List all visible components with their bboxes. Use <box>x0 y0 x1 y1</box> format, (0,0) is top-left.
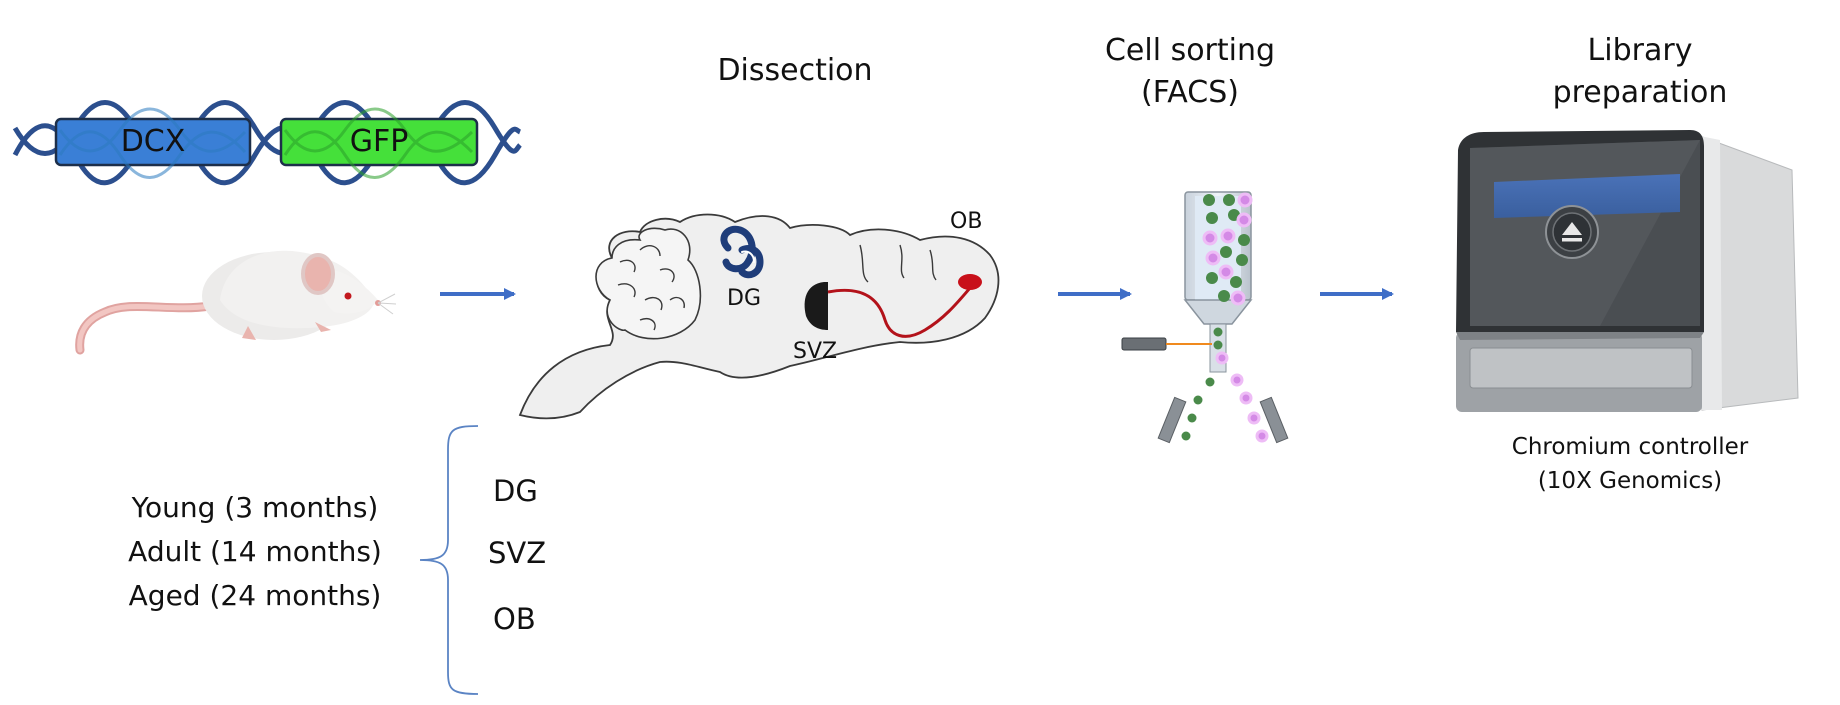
gfp-gene-box <box>279 117 479 167</box>
chromium-controller-icon <box>1456 130 1799 412</box>
cell-sorting-title: Cell sorting (FACS) <box>1080 30 1300 114</box>
facs-sorter-icon <box>1121 191 1289 444</box>
brain-sagittal-icon <box>518 213 1000 420</box>
cell-sorting-title-line2: (FACS) <box>1141 75 1239 110</box>
library-prep-title: Library preparation <box>1520 30 1760 114</box>
region-dg: DG <box>493 474 538 508</box>
instrument-name-line1: Chromium controller <box>1511 434 1749 460</box>
age-region-bracket <box>419 425 479 695</box>
dcx-gene-box <box>54 117 252 167</box>
dna-helix-strand <box>12 100 522 186</box>
cell-sorting-title-line1: Cell sorting <box>1104 33 1276 68</box>
dcx-gene-label: DCX <box>120 124 186 159</box>
gfp-gene-label: GFP <box>349 124 409 159</box>
positive-deflection-plate <box>1157 396 1187 444</box>
instrument-name-line2: (10X Genomics) <box>1537 468 1723 494</box>
mouse-icon <box>75 250 397 355</box>
age-adult: Adult (14 months) <box>128 535 382 568</box>
dg-hippocampus-icon <box>720 225 764 279</box>
library-prep-title-line1: Library <box>1587 33 1693 68</box>
ob-brain-label: OB <box>950 209 983 234</box>
age-group-list: Young (3 months) Adult (14 months) Aged … <box>100 486 410 618</box>
region-svz: SVZ <box>488 536 547 570</box>
negative-deflection-plate <box>1259 396 1289 444</box>
library-prep-title-line2: preparation <box>1552 75 1728 110</box>
dcx-gfp-construct <box>12 100 522 186</box>
instrument-name: Chromium controller (10X Genomics) <box>1490 430 1770 498</box>
svz-region-icon <box>804 282 828 330</box>
purple-cells <box>1202 192 1269 443</box>
rms-migration-path <box>827 287 972 338</box>
dissection-title: Dissection <box>717 53 873 88</box>
svz-brain-label: SVZ <box>793 339 838 364</box>
laser-icon <box>1121 337 1167 351</box>
green-cells <box>1181 194 1250 441</box>
region-ob: OB <box>493 602 536 636</box>
dg-brain-label: DG <box>727 286 761 311</box>
age-aged: Aged (24 months) <box>128 579 382 612</box>
age-young: Young (3 months) <box>131 491 379 524</box>
ob-dot <box>958 274 982 290</box>
